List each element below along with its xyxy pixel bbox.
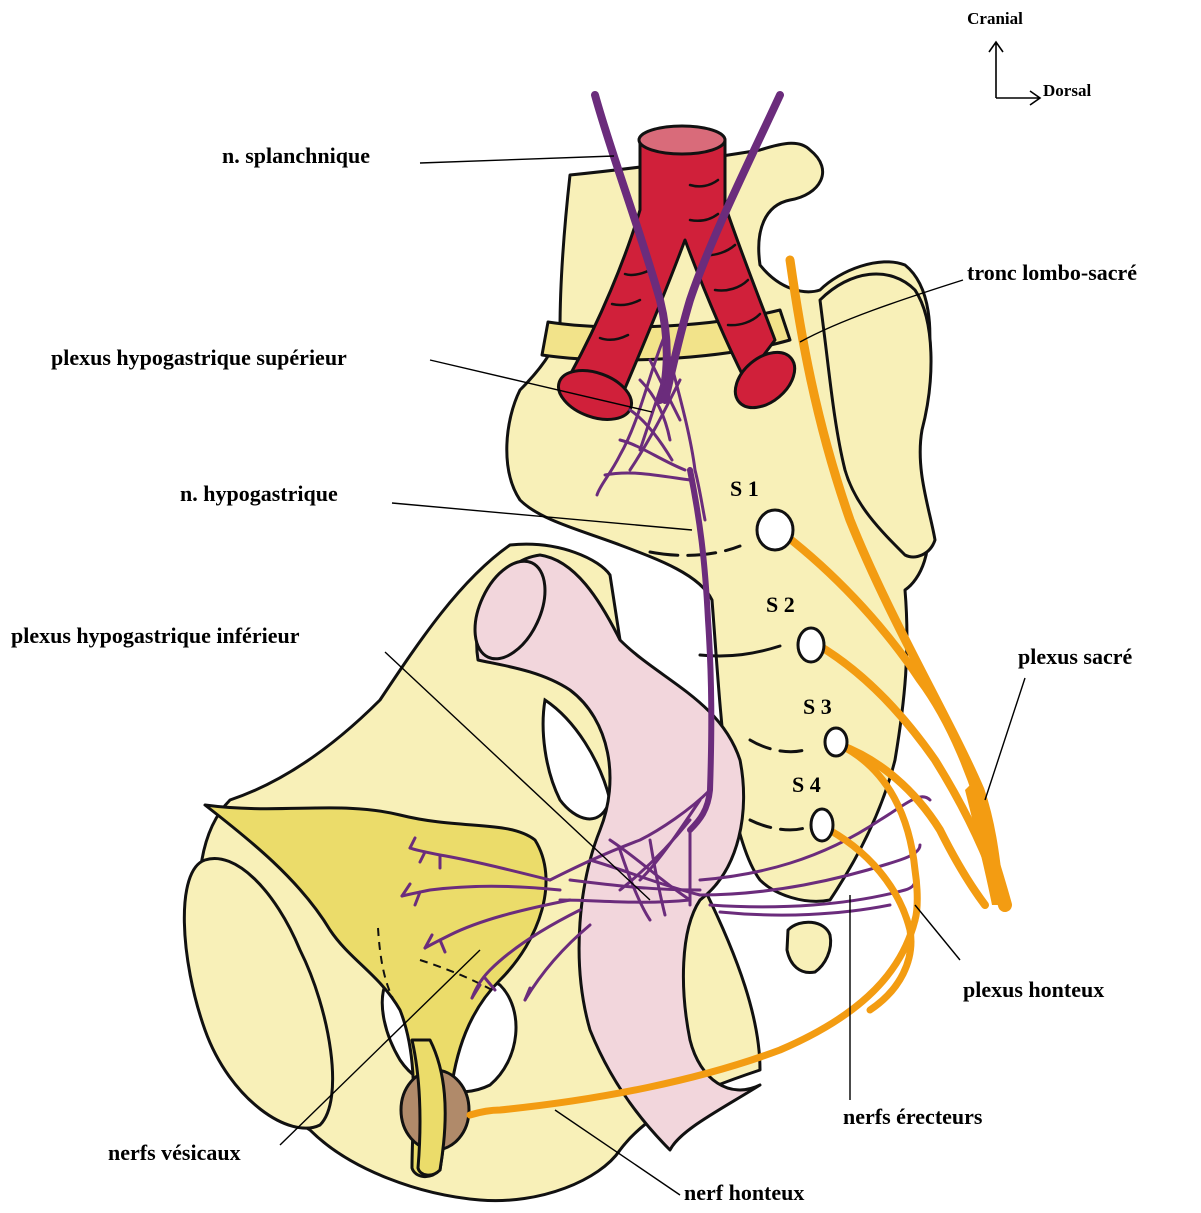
foramen-s4-label: S 4 [792,772,821,797]
label-n-hypogastrique: n. hypogastrique [180,481,338,506]
foramen-s2 [798,628,824,662]
label-tronc-lombo-sacre: tronc lombo-sacré [967,260,1137,285]
label-n-splanchnique: n. splanchnique [222,143,370,168]
foramen-s3 [825,728,847,756]
foramen-s1 [757,510,793,550]
cranial-label: Cranial [967,9,1023,28]
foramen-s2-label: S 2 [766,592,795,617]
label-nerf-honteux: nerf honteux [684,1180,804,1205]
label-plexus-honteux: plexus honteux [963,977,1104,1002]
foramen-s1-label: S 1 [730,476,759,501]
dorsal-arrow-icon [996,91,1040,105]
label-nerfs-vesicaux: nerfs vésicaux [108,1140,241,1165]
orientation-indicator: Cranial Dorsal [967,9,1091,105]
label-nerfs-erecteurs: nerfs érecteurs [843,1104,983,1129]
label-plexus-sacre: plexus sacré [1018,644,1133,669]
dorsal-label: Dorsal [1043,81,1091,100]
cranial-arrow-icon [989,42,1003,98]
label-plexus-hypogastrique-inferieur: plexus hypogastrique inférieur [11,623,300,648]
foramen-s3-label: S 3 [803,694,832,719]
foramen-s4 [811,809,833,841]
label-plexus-hypogastrique-superieur: plexus hypogastrique supérieur [51,345,347,370]
coccyx [787,922,831,972]
